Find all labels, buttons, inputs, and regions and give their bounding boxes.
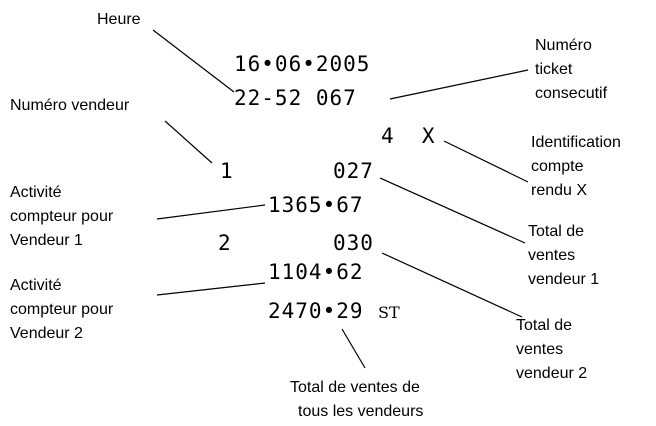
receipt-grand-total: 2470•29 <box>268 299 364 323</box>
receipt-vendor2-total: 1104•62 <box>268 260 364 284</box>
receipt-report-id: 4 X <box>381 124 436 148</box>
label-activite-v1-3: Vendeur 1 <box>10 232 83 249</box>
receipt-vendor1-count: 027 <box>333 159 374 183</box>
receipt-date: 16•06•2005 <box>234 52 371 76</box>
receipt-vendor1-total: 1365•67 <box>268 193 364 217</box>
label-identification-3: rendu X <box>531 182 588 199</box>
label-activite-v1-1: Activité <box>10 184 62 201</box>
label-total-v2-1: Total de <box>516 317 573 334</box>
label-activite-v2-2: compteur pour <box>10 301 114 318</box>
label-total-v1-3: vendeur 1 <box>528 271 600 288</box>
leader-total-all <box>341 328 366 369</box>
label-activite-v2-3: Vendeur 2 <box>10 325 83 342</box>
label-total-v1-2: ventes <box>528 247 576 264</box>
label-total-all-2: tous les vendeurs <box>298 403 424 420</box>
label-total-all-1: Total de ventes de <box>290 379 420 396</box>
label-numero-ticket-1: Numéro <box>535 37 592 54</box>
leader-numero-vendeur <box>164 120 213 164</box>
receipt-time-ticket: 22-52 067 <box>234 86 357 110</box>
leader-heure <box>152 29 235 93</box>
leader-total-v2 <box>381 252 523 318</box>
receipt-vendor1-number: 1 <box>220 159 234 183</box>
label-heure: Heure <box>97 11 141 28</box>
label-total-v2-3: vendeur 2 <box>516 365 588 382</box>
label-activite-v2-1: Activité <box>10 277 62 294</box>
leader-activite-v1 <box>156 204 266 220</box>
label-identification-1: Identification <box>531 134 621 151</box>
leader-total-v1 <box>379 177 526 244</box>
receipt-grand-total-symbol: ST <box>378 303 400 322</box>
receipt-vendor2-count: 030 <box>333 231 374 255</box>
label-numero-ticket-3: consecutif <box>535 85 608 102</box>
leader-numero-ticket <box>389 69 529 100</box>
label-total-v1-1: Total de <box>528 223 585 240</box>
receipt-vendor2-number: 2 <box>218 231 232 255</box>
label-activite-v1-2: compteur pour <box>10 208 114 225</box>
leader-identification <box>443 140 529 183</box>
label-identification-2: compte <box>531 158 584 175</box>
label-numero-vendeur: Numéro vendeur <box>10 97 130 114</box>
label-numero-ticket-2: ticket <box>535 61 573 78</box>
leader-activite-v2 <box>156 282 266 296</box>
label-total-v2-2: ventes <box>516 341 564 358</box>
